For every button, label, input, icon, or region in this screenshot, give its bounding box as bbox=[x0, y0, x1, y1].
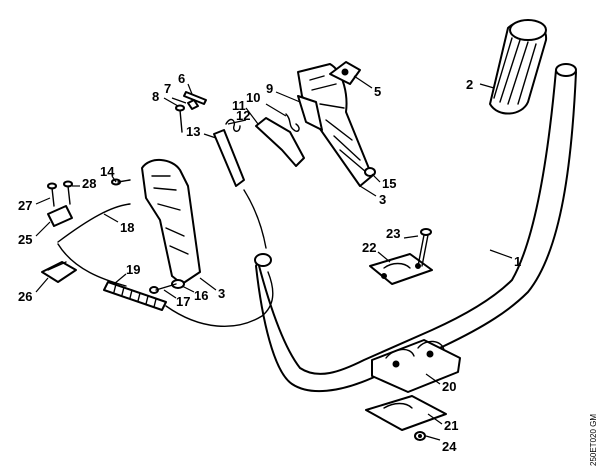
callout-18: 18 bbox=[120, 220, 134, 235]
nut-24 bbox=[414, 431, 426, 441]
callout-8: 8 bbox=[152, 89, 159, 104]
callout-25: 25 bbox=[18, 232, 32, 247]
screw-23 bbox=[417, 228, 432, 267]
callout-17: 17 bbox=[176, 294, 190, 309]
clamp-plate-22 bbox=[369, 253, 433, 285]
grip bbox=[489, 19, 548, 115]
callout-27: 27 bbox=[18, 198, 32, 213]
callout-3-throttle: 3 bbox=[218, 286, 225, 301]
screw-14 bbox=[111, 178, 131, 186]
screw-7 bbox=[187, 99, 199, 110]
housing-shell bbox=[297, 63, 373, 187]
handlebar-tube bbox=[254, 63, 577, 393]
throttle-cable bbox=[57, 189, 274, 327]
callout-16: 16 bbox=[194, 288, 208, 303]
clamp-plate-21 bbox=[365, 395, 447, 431]
throttle-rod-13 bbox=[213, 129, 245, 187]
lever-11 bbox=[255, 117, 305, 167]
callout-28: 28 bbox=[82, 176, 96, 191]
leader-lines bbox=[35, 75, 513, 441]
throttle-housing bbox=[141, 159, 201, 285]
callout-20: 20 bbox=[442, 379, 456, 394]
callout-labels: 1 2 3 3 5 6 7 8 9 10 11 12 13 14 15 16 1… bbox=[18, 71, 521, 454]
cable-clip-25 bbox=[47, 205, 73, 227]
callout-12: 12 bbox=[236, 108, 250, 123]
cable-clamp-26 bbox=[41, 261, 77, 283]
callout-1: 1 bbox=[514, 254, 521, 269]
drawing-code: 250ET020 GM bbox=[589, 414, 598, 466]
cap bbox=[329, 61, 361, 85]
screw-28 bbox=[63, 180, 73, 205]
callout-10: 10 bbox=[246, 90, 260, 105]
callout-7: 7 bbox=[164, 81, 171, 96]
callout-21: 21 bbox=[444, 418, 458, 433]
spring-10 bbox=[285, 113, 300, 133]
callout-14: 14 bbox=[100, 164, 115, 179]
callout-5: 5 bbox=[374, 84, 381, 99]
callout-19: 19 bbox=[126, 262, 140, 277]
callout-26: 26 bbox=[18, 289, 32, 304]
spring-12 bbox=[225, 118, 241, 132]
bolt-17 bbox=[149, 283, 177, 294]
callout-24: 24 bbox=[442, 439, 457, 454]
callout-2: 2 bbox=[466, 77, 473, 92]
callout-9: 9 bbox=[266, 81, 273, 96]
callout-15: 15 bbox=[382, 176, 396, 191]
callout-23: 23 bbox=[386, 226, 400, 241]
screw-27 bbox=[47, 182, 57, 207]
lever-9 bbox=[297, 95, 323, 131]
callout-22: 22 bbox=[362, 240, 376, 255]
clamp-upper-20 bbox=[371, 339, 461, 393]
pin-6 bbox=[183, 91, 207, 105]
washer-16 bbox=[171, 279, 185, 289]
callout-6: 6 bbox=[178, 71, 185, 86]
callout-11: 11 bbox=[232, 98, 246, 113]
callout-3-housing: 3 bbox=[379, 192, 386, 207]
screw-8 bbox=[175, 104, 185, 133]
callout-13: 13 bbox=[186, 124, 200, 139]
